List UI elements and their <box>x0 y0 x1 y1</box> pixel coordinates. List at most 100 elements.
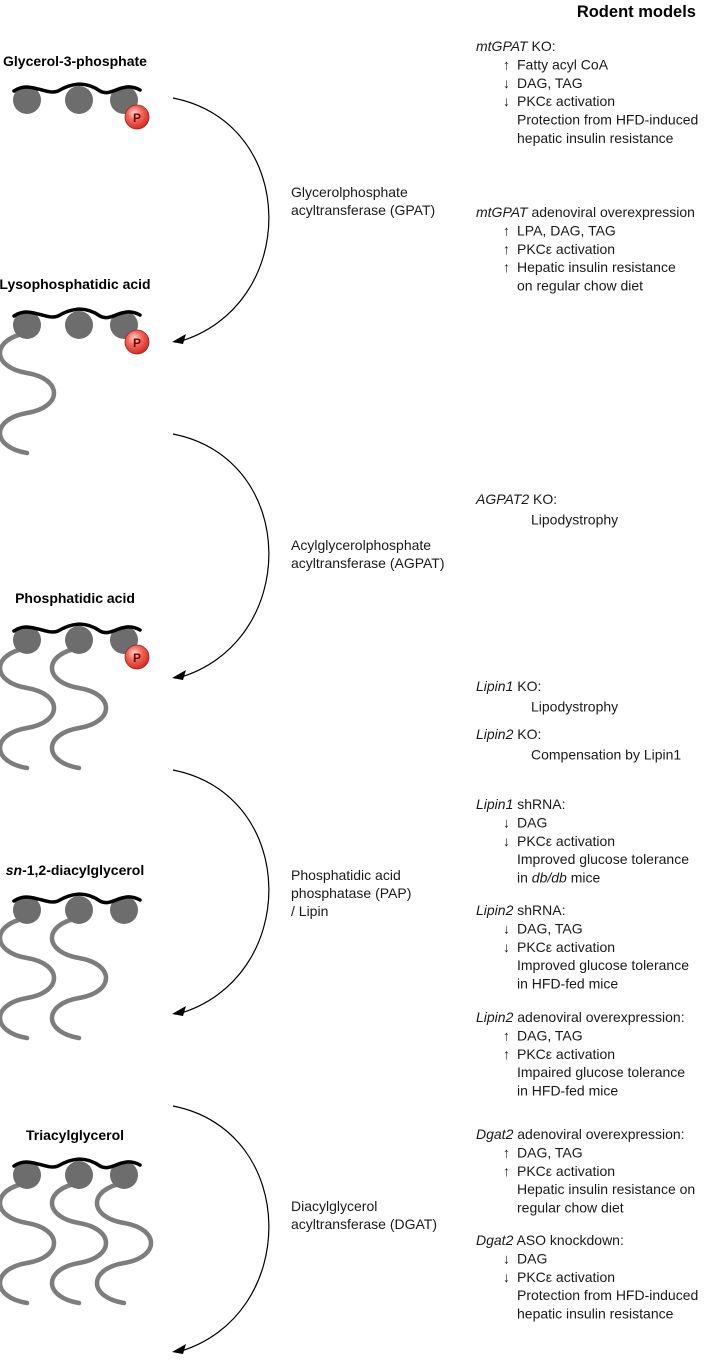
model-effect: Impaired glucose tolerance <box>517 1064 685 1080</box>
model-intervention: shRNA: <box>513 796 565 812</box>
model-effect: Hepatic insulin resistance on <box>517 1181 695 1197</box>
model-effect: Improved glucose tolerance <box>517 957 689 973</box>
model-gene: mtGPAT <box>476 204 529 220</box>
effect-text: Compensation by Lipin1 <box>531 746 681 762</box>
model-heading: mtGPAT KO: <box>476 38 556 54</box>
model-effect: hepatic insulin resistance <box>517 130 674 146</box>
arrowhead <box>172 1006 186 1016</box>
rodent-models-column: mtGPAT KO: ↑ Fatty acyl CoA ↓ DAG, TAG ↓ PKCε … <box>475 38 698 1322</box>
glycerol-carbon <box>13 896 41 924</box>
model-heading: Lipin2 adenoviral overexpression: <box>476 1009 685 1025</box>
model-effect: DAG, TAG <box>517 1144 583 1160</box>
reaction-arrow-2 <box>172 433 270 680</box>
model-effect: Lipodystrophy <box>531 511 618 527</box>
model-entry-2: mtGPAT adenoviral overexpression↑LPA, DA… <box>476 204 695 294</box>
glycerol-carbon <box>65 896 93 924</box>
change-arrow: ↓ <box>503 833 510 849</box>
model-effect: Improved glucose tolerance <box>517 851 689 867</box>
arrowhead <box>172 334 186 344</box>
model-effect: in HFD-fed mice <box>517 1083 618 1099</box>
model-heading: Lipin2 KO: <box>476 726 541 742</box>
glycerol-backbone <box>12 307 142 320</box>
model-intervention: KO: <box>513 726 541 742</box>
reaction-arrows <box>172 97 270 1354</box>
glycerol-backbone <box>12 892 142 905</box>
change-arrow: ↑ <box>503 1144 510 1160</box>
glycerol-backbone <box>12 1157 142 1170</box>
model-effect: regular chow diet <box>517 1200 624 1216</box>
change-arrow: ↑ <box>503 1027 510 1043</box>
model-heading: Lipin1 shRNA: <box>476 796 566 812</box>
model-gene: Lipin2 <box>476 902 514 918</box>
model-effect: PKCε activation <box>517 939 615 955</box>
molecule-5: Triacylglycerol <box>0 1127 154 1306</box>
model-entry-4: Lipin1 KO:Lipodystrophy <box>476 678 618 714</box>
arrowhead <box>172 670 186 680</box>
acyl-tail <box>0 645 57 771</box>
effect-text: PKCε activation <box>517 1269 615 1285</box>
model-intervention: shRNA: <box>513 902 565 918</box>
model-effect: Fatty acyl CoA <box>517 56 609 72</box>
model-gene: Lipin1 <box>476 796 513 812</box>
model-gene: Lipin2 <box>476 726 514 742</box>
model-gene: Lipin1 <box>476 678 513 694</box>
change-arrow: ↑ <box>503 241 510 257</box>
change-arrow: ↓ <box>503 814 510 830</box>
model-intervention: adenoviral overexpression: <box>513 1009 684 1025</box>
enzyme-line: Phosphatidic acid <box>291 867 401 883</box>
phosphate-group: P <box>124 644 150 670</box>
phosphate-label: P <box>133 336 141 350</box>
model-effect: Compensation by Lipin1 <box>531 746 681 762</box>
enzyme-line: phosphatase (PAP) <box>291 885 411 901</box>
effect-text: PKCε activation <box>517 1046 615 1062</box>
effect-text: PKCε activation <box>517 93 615 109</box>
arrow-curve <box>172 769 270 1015</box>
molecule-title: Glycerol-3-phosphate <box>3 53 147 69</box>
change-arrow: ↓ <box>503 920 510 936</box>
model-gene: Dgat2 <box>476 1232 514 1248</box>
model-intervention: adenoviral overexpression: <box>513 1126 684 1142</box>
glycerol-backbone <box>12 82 142 95</box>
phosphate-circle <box>124 644 150 670</box>
effect-text: Protection from HFD-induced <box>517 112 698 128</box>
enzyme-line: acyltransferase (GPAT) <box>291 202 435 218</box>
molecule-title: Triacylglycerol <box>26 1127 124 1143</box>
effect-text: in <box>517 870 532 886</box>
arrowhead <box>172 1344 186 1354</box>
effect-text: DAG <box>517 814 547 830</box>
model-effect: LPA, DAG, TAG <box>517 222 616 238</box>
model-effect: PKCε activation <box>517 1269 615 1285</box>
model-intervention: KO: <box>529 491 557 507</box>
change-arrow: ↓ <box>503 1269 510 1285</box>
enzyme-line: acyltransferase (DGAT) <box>291 1216 437 1232</box>
effect-text: PKCε activation <box>517 939 615 955</box>
model-heading: Lipin2 shRNA: <box>476 902 566 918</box>
molecule-title: sn-1,2-diacylglycerol <box>6 862 145 878</box>
model-effect: hepatic insulin resistance <box>517 1306 674 1322</box>
model-effect: DAG, TAG <box>517 920 583 936</box>
model-effect: on regular chow diet <box>517 278 643 294</box>
acyl-tail <box>0 330 57 456</box>
phosphate-circle <box>124 104 150 130</box>
change-arrow: ↓ <box>503 1250 510 1266</box>
model-heading: Dgat2 ASO knockdown: <box>476 1232 624 1248</box>
acyl-tail <box>0 1180 57 1306</box>
effect-text: Fatty acyl CoA <box>517 56 609 72</box>
model-gene: AGPAT2 <box>475 491 529 507</box>
molecule-title-rest: -1,2-diacylglycerol <box>22 862 144 878</box>
model-intervention: ASO knockdown: <box>513 1232 624 1248</box>
effect-text: Lipodystrophy <box>531 511 618 527</box>
model-heading: AGPAT2 KO: <box>475 491 557 507</box>
glycerol-backbone <box>12 622 142 635</box>
model-entry-1: mtGPAT KO:↑Fatty acyl CoA↓DAG, TAG↓PKCε … <box>476 38 698 146</box>
phosphate-circle <box>124 329 150 355</box>
model-entry-3: AGPAT2 KO: Lipodystrophy <box>475 491 618 527</box>
effect-text: in HFD-fed mice <box>517 976 618 992</box>
